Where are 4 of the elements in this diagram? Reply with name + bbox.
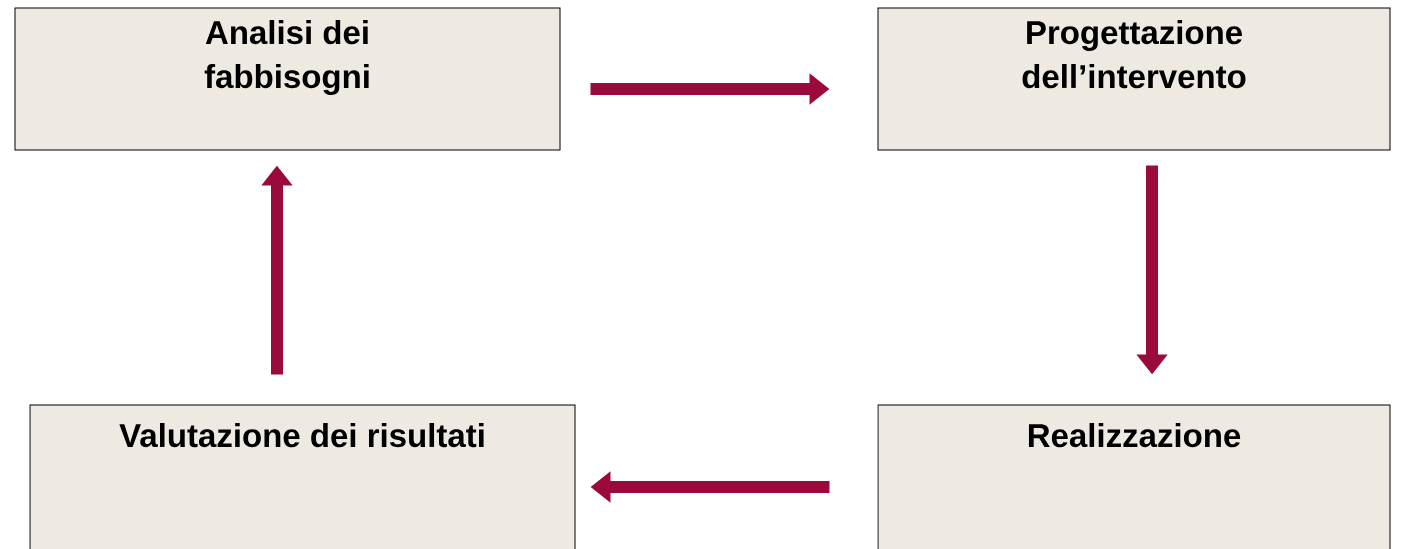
process-box: Progettazione dell’intervento: [877, 7, 1391, 151]
process-box: Analisi dei fabbisogni: [14, 7, 561, 151]
process-box: Realizzazione: [877, 404, 1391, 549]
process-box: Valutazione dei risultati: [29, 404, 576, 549]
